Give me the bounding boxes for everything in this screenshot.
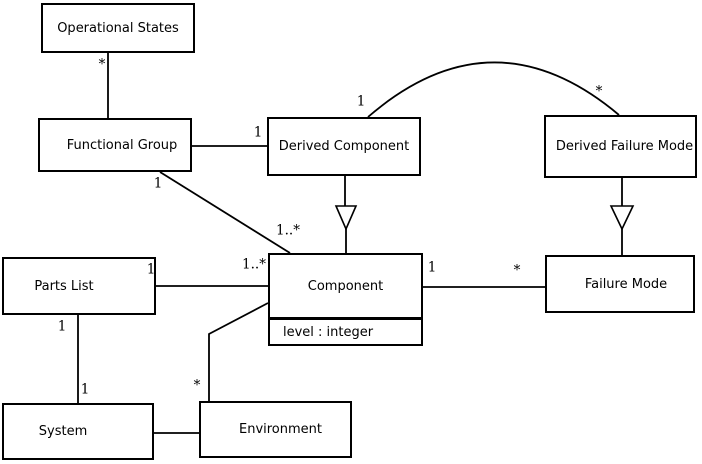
class-failure-mode-label: Failure Mode [584, 276, 668, 292]
edge-component-environment [208, 302, 269, 401]
generalization-triangle-failuremode [609, 205, 635, 231]
multiplicity-component-failuremode-component-end: 1 [427, 259, 437, 276]
multiplicity-fg-diagonal-fg-end: 1 [153, 175, 163, 192]
multiplicity-environment-component-env-end: * [193, 376, 201, 393]
class-component-name-compartment: Component [270, 255, 421, 320]
class-operational-states: Operational States [41, 3, 195, 53]
class-component-label: Component [307, 278, 384, 294]
multiplicity-partslist-component-parts-end: 1 [146, 261, 156, 278]
edge-derivedcomponent-derivedfailuremode-arc [367, 61, 620, 118]
class-environment: Environment [199, 401, 352, 458]
class-functional-group: Functional Group [38, 118, 192, 172]
class-system: System [2, 403, 154, 460]
multiplicity-fg-derivedcomponent: 1 [253, 124, 263, 141]
class-component-attribute: level : integer [283, 324, 374, 340]
multiplicity-arc-derivedcomponent-end: 1 [356, 93, 366, 110]
class-component: Component level : integer [268, 253, 423, 346]
class-derived-component: Derived Component [267, 117, 421, 176]
class-parts-list-label: Parts List [34, 278, 94, 294]
multiplicity-arc-derivedfailuremode-end: * [595, 82, 603, 99]
class-derived-component-label: Derived Component [278, 139, 410, 154]
class-system-label: System [38, 424, 88, 439]
multiplicity-partslist-system-system-end: 1 [80, 381, 90, 398]
class-operational-states-label: Operational States [57, 20, 179, 36]
class-functional-group-label: Functional Group [66, 137, 178, 153]
edge-functionalgroup-component [159, 171, 291, 254]
class-derived-failure-mode: Derived Failure Mode [544, 115, 697, 178]
multiplicity-partslist-system-parts-end: 1 [57, 318, 67, 335]
class-failure-mode: Failure Mode [545, 255, 695, 313]
multiplicity-opstates-end: * [98, 55, 106, 72]
generalization-triangle-component [334, 205, 358, 232]
multiplicity-fg-diagonal-component-end: 1..* [276, 222, 300, 239]
multiplicity-partslist-component-component-end: 1..* [242, 256, 266, 273]
class-derived-failure-mode-label: Derived Failure Mode [555, 139, 694, 154]
class-component-attribute-compartment: level : integer [270, 320, 421, 344]
class-parts-list: Parts List [2, 257, 156, 315]
class-environment-label: Environment [238, 422, 322, 437]
multiplicity-component-failuremode-fm-end: * [513, 261, 521, 278]
